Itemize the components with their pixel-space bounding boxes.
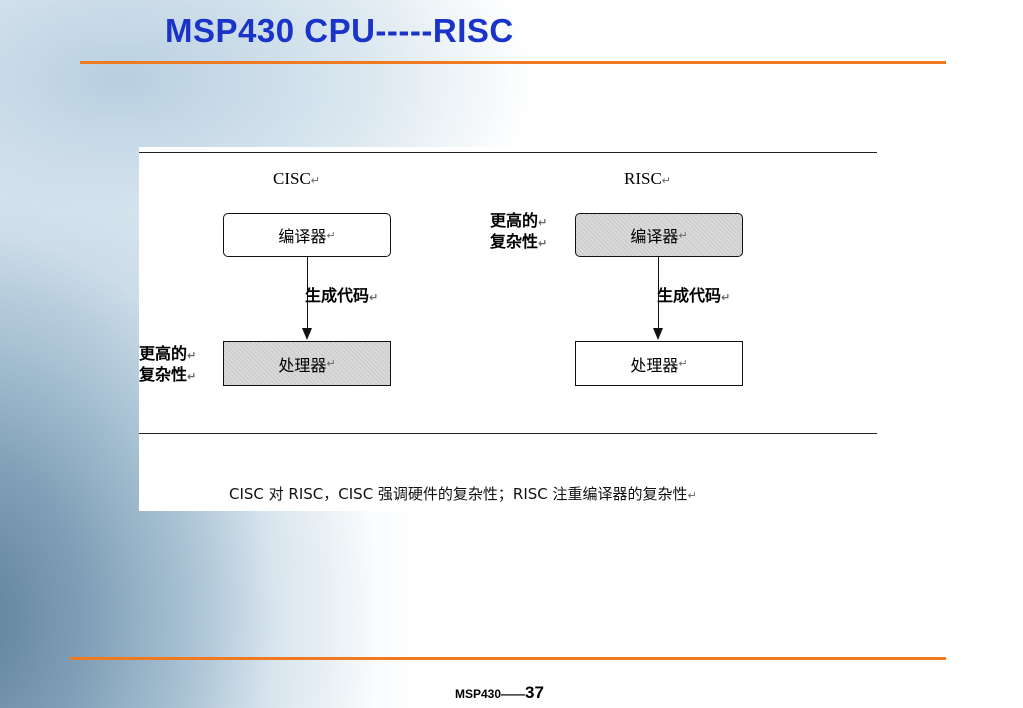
figure-bottom-rule xyxy=(139,433,877,434)
cisc-compiler-box: 编译器↵ xyxy=(223,213,391,257)
risc-arrow-head xyxy=(653,328,663,340)
slide-title: MSP430 CPU-----RISC xyxy=(165,12,514,49)
risc-heading: RISC↵ xyxy=(624,169,672,188)
footer-dashes: —— xyxy=(501,687,526,701)
footer-label: MSP430 xyxy=(455,687,502,701)
footer-divider xyxy=(70,657,946,660)
risc-processor-box: 处理器↵ xyxy=(575,341,743,386)
figure-top-rule xyxy=(139,152,877,153)
cisc-arrow-line xyxy=(307,257,308,328)
risc-arrow-label: 生成代码↵ xyxy=(657,286,731,305)
figure-caption: CISC 对 RISC，CISC 强调硬件的复杂性；RISC 注重编译器的复杂性… xyxy=(229,485,697,503)
cisc-processor-box: 处理器↵ xyxy=(223,341,391,386)
cisc-arrow-head xyxy=(302,328,312,340)
slide-footer: MSP430——37 xyxy=(455,683,544,703)
cisc-risc-figure: CISC↵ 编译器↵ 生成代码↵ 更高的↵ 复杂性↵ 处理器↵ RISC↵ 更高… xyxy=(139,147,879,511)
cisc-arrow-label: 生成代码↵ xyxy=(305,286,379,305)
risc-complexity-label: 更高的↵ 复杂性↵ xyxy=(490,211,548,251)
risc-arrow-line xyxy=(658,257,659,328)
cisc-complexity-label: 更高的↵ 复杂性↵ xyxy=(139,344,197,384)
cisc-heading: CISC↵ xyxy=(273,169,321,188)
page-number: 37 xyxy=(525,683,544,702)
title-divider xyxy=(80,61,946,64)
risc-compiler-box: 编译器↵ xyxy=(575,213,743,257)
